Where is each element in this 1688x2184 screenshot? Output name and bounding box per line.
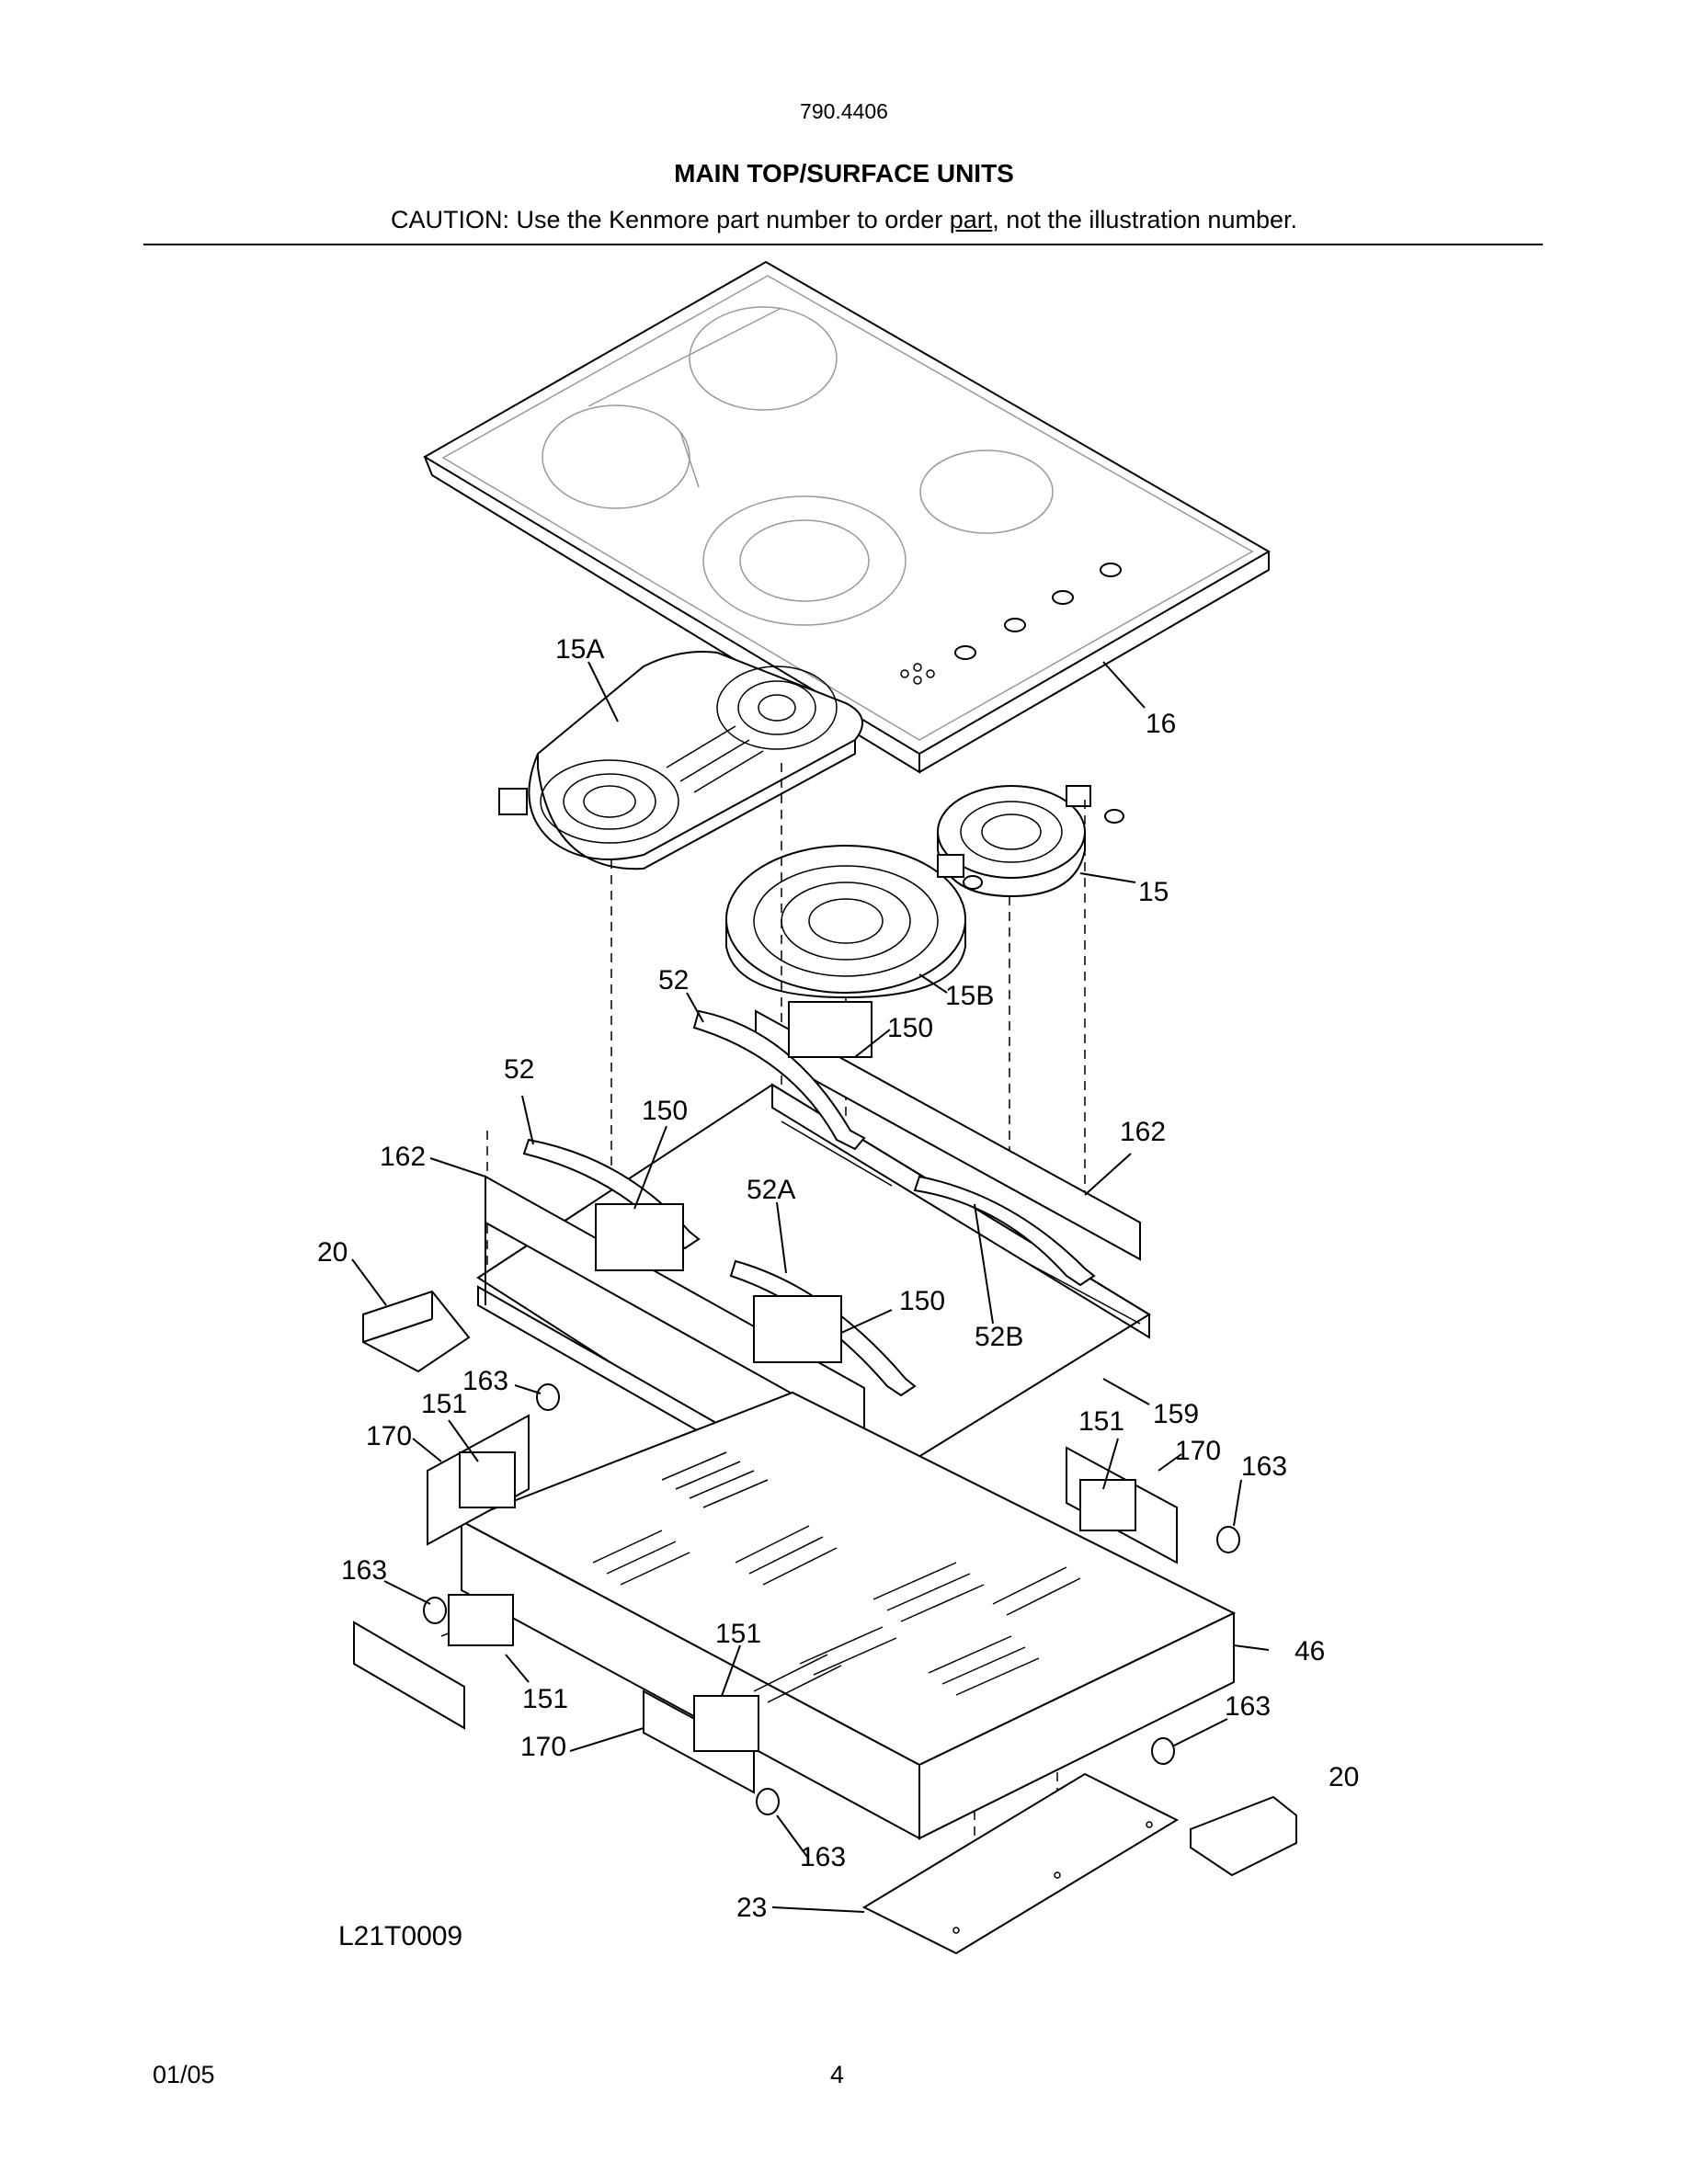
callout-150-mid: 150 xyxy=(899,1286,945,1316)
callout-170-c: 170 xyxy=(520,1732,566,1762)
diagram-code: L21T0009 xyxy=(338,1921,462,1951)
footer-page-number: 4 xyxy=(830,2061,845,2088)
side-bracket-part-170-front-left xyxy=(353,1594,514,1730)
callout-16: 16 xyxy=(1146,709,1176,739)
side-bracket-part-170-left xyxy=(427,1414,530,1546)
callout-151-d: 151 xyxy=(522,1684,568,1714)
clip-part-52a xyxy=(729,1259,917,1397)
caution-prefix: CAUTION: Use the Kenmore part number to … xyxy=(391,206,950,233)
callout-159: 159 xyxy=(1153,1399,1199,1429)
callout-labels: 15A 16 15 15B 52 150 52 150 162 162 52A … xyxy=(317,634,1359,1951)
callout-162-left: 162 xyxy=(380,1142,426,1172)
vent-slots xyxy=(592,1451,1081,1703)
page-title: MAIN TOP/SURFACE UNITS xyxy=(674,159,1014,188)
callout-20-left: 20 xyxy=(317,1237,348,1268)
callout-15a: 15A xyxy=(555,634,604,665)
callout-163-a: 163 xyxy=(462,1366,508,1396)
callout-52a: 52A xyxy=(747,1175,795,1205)
bushings-part-163 xyxy=(423,1383,1240,1815)
callout-15: 15 xyxy=(1138,877,1169,907)
callout-170-b: 170 xyxy=(1175,1436,1221,1466)
header-rule xyxy=(143,244,1543,245)
cooktop-glass-part-16 xyxy=(423,260,1271,774)
burner-box-part-46 xyxy=(459,1391,1237,1840)
callout-162-right: 162 xyxy=(1120,1117,1166,1147)
element-part-15a xyxy=(498,651,863,870)
callout-52-left: 52 xyxy=(504,1054,534,1085)
callout-151-a: 151 xyxy=(421,1389,467,1419)
callout-52b: 52B xyxy=(975,1322,1023,1352)
bottom-cover-part-23 xyxy=(861,1772,1180,1955)
callout-163-b: 163 xyxy=(1241,1451,1287,1482)
clip-part-52b xyxy=(913,1175,1096,1287)
clip-part-52-top xyxy=(692,1001,873,1151)
side-bracket-part-170-right xyxy=(1066,1446,1178,1564)
callout-163-e: 163 xyxy=(800,1842,846,1872)
callout-163-c: 163 xyxy=(341,1555,387,1586)
leader-lines xyxy=(351,661,1270,1913)
caution-part-word: part xyxy=(949,206,993,233)
footer-date: 01/05 xyxy=(153,2061,215,2088)
callout-15b: 15B xyxy=(945,981,994,1011)
caution-note: CAUTION: Use the Kenmore part number to … xyxy=(0,206,1688,234)
callout-170-a: 170 xyxy=(366,1421,412,1451)
caution-suffix: , not the illustration number. xyxy=(992,206,1297,233)
callout-163-d: 163 xyxy=(1225,1691,1271,1722)
model-number: 790.4406 xyxy=(800,99,888,123)
callout-20-right: 20 xyxy=(1329,1762,1359,1792)
clip-part-52-left xyxy=(522,1138,701,1271)
callout-150-top: 150 xyxy=(887,1013,933,1043)
callout-23: 23 xyxy=(736,1893,767,1923)
callout-46: 46 xyxy=(1295,1636,1325,1666)
callout-151-c: 151 xyxy=(715,1619,761,1649)
side-bracket-part-170-front-mid xyxy=(643,1689,759,1794)
callout-52-top: 52 xyxy=(658,965,689,995)
bracket-part-20-right xyxy=(1190,1795,1297,1877)
callout-151-b: 151 xyxy=(1078,1406,1124,1437)
bracket-part-20-left xyxy=(362,1290,471,1373)
callout-150-left: 150 xyxy=(642,1096,688,1126)
element-part-15b xyxy=(725,845,983,999)
